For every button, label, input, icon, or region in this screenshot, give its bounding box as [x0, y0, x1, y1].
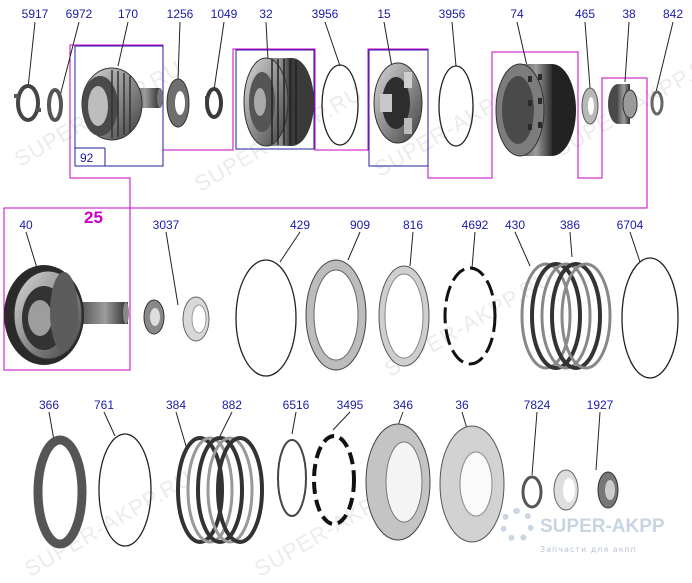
label-465: 465: [574, 7, 596, 21]
part-1256: [166, 78, 190, 128]
label-7824: 7824: [523, 398, 551, 412]
label-3956-left: 3956: [311, 7, 339, 21]
group-number: 25: [84, 208, 103, 227]
part-1049: [205, 87, 223, 119]
part-36: [439, 425, 505, 543]
logo-gear-icon: [500, 508, 534, 542]
part-6516: [277, 439, 307, 517]
label-6972: 6972: [65, 7, 93, 21]
part-15: [373, 62, 423, 144]
label-429: 429: [289, 218, 311, 232]
label-346: 346: [392, 398, 414, 412]
part-366: [33, 435, 87, 549]
part-909: [305, 259, 367, 371]
label-366: 366: [38, 398, 60, 412]
label-15: 15: [377, 7, 391, 21]
label-909: 909: [349, 218, 371, 232]
part-465: [581, 87, 599, 125]
part-1927: [553, 469, 619, 511]
label-74: 74: [510, 7, 524, 21]
label-761: 761: [93, 398, 115, 412]
part-170: [81, 67, 163, 141]
label-3037: 3037: [152, 218, 180, 232]
label-386: 386: [559, 218, 581, 232]
label-1049: 1049: [210, 7, 238, 21]
leader-lines-row1: [27, 21, 674, 97]
label-1256: 1256: [166, 7, 194, 21]
part-4692: [443, 266, 497, 366]
part-40: [4, 265, 129, 365]
label-40: 40: [19, 218, 33, 232]
part-32: [243, 57, 314, 147]
part-430-386-clutch-pack: [520, 262, 612, 370]
label-32: 32: [259, 7, 273, 21]
label-3956-right: 3956: [438, 7, 466, 21]
label-384: 384: [165, 398, 187, 412]
label-3495: 3495: [336, 398, 364, 412]
logo-tagline: Запчасти для акпп: [540, 545, 637, 554]
label-92: 92: [80, 151, 94, 165]
part-74: [495, 63, 576, 157]
group-frame-15: [368, 49, 429, 167]
label-5917: 5917: [21, 7, 49, 21]
leader-lines-row3: [48, 411, 601, 476]
part-3037: [143, 296, 210, 342]
label-6704: 6704: [616, 218, 644, 232]
label-882: 882: [221, 398, 243, 412]
logo-name: SUPER-AKPP: [540, 516, 665, 537]
part-3956-right: [438, 65, 474, 147]
leader-lines-row2: [25, 231, 641, 306]
assembly-outline: [3, 44, 648, 371]
label-4692: 4692: [461, 218, 489, 232]
part-761: [98, 433, 152, 547]
part-7824: [521, 475, 543, 509]
group-frame-170: [74, 45, 164, 167]
part-38: [608, 84, 638, 124]
group-frame-32: [235, 49, 315, 150]
label-6516: 6516: [282, 398, 310, 412]
part-816: [378, 265, 430, 367]
label-816: 816: [402, 218, 424, 232]
part-6972: [47, 88, 63, 122]
part-384-882-clutch-pack: [176, 436, 264, 544]
label-170: 170: [117, 7, 139, 21]
label-1927: 1927: [586, 398, 614, 412]
part-5917: [14, 84, 41, 122]
part-6704: [621, 257, 679, 379]
part-842: [650, 90, 664, 116]
part-346: [365, 423, 431, 541]
part-3495: [312, 434, 356, 526]
label-36: 36: [455, 398, 469, 412]
label-38: 38: [622, 7, 636, 21]
part-3956-left: [321, 64, 359, 146]
part-429: [235, 259, 297, 377]
label-430: 430: [504, 218, 526, 232]
label-842: 842: [662, 7, 684, 21]
